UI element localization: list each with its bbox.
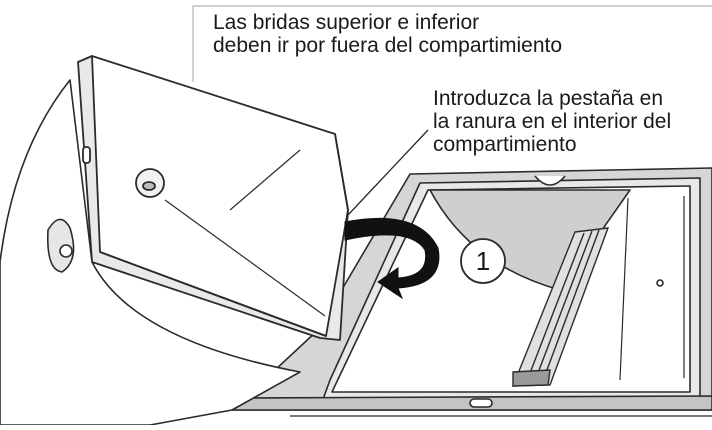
callout-frame	[192, 5, 712, 82]
step-circle	[460, 238, 506, 284]
step-number: 1	[475, 245, 491, 276]
leader-lines	[347, 129, 429, 216]
housing-body	[0, 79, 301, 426]
flanges-callout-text: Las bridas superior e inferior deben ir …	[213, 11, 563, 57]
cover-panel	[77, 55, 349, 341]
tab-callout-text: Introduzca la pestaña en la ranura en el…	[433, 87, 672, 156]
roller	[511, 227, 610, 387]
rotation-arrow	[344, 217, 440, 300]
